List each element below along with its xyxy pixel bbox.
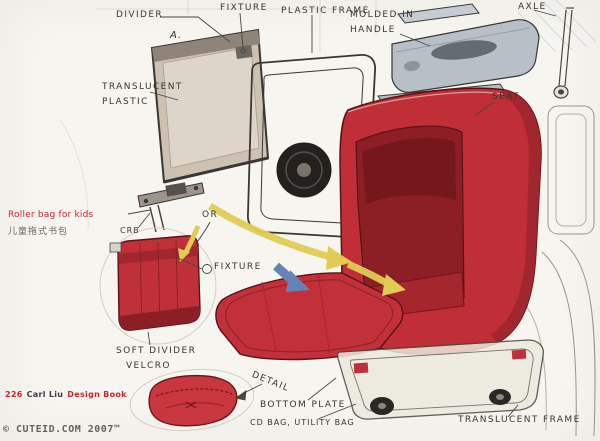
label-crb: CRB xyxy=(120,226,140,235)
yellow-arrowhead xyxy=(382,274,406,296)
label-translucent-frame: TRANSLUCENT FRAME xyxy=(458,415,581,425)
axle-drawing xyxy=(553,7,574,99)
book-title: Design Book xyxy=(67,390,127,399)
leader-lines xyxy=(137,9,557,420)
product-title-english: Roller bag for kids xyxy=(8,210,94,220)
handle-plate-drawing xyxy=(391,19,540,93)
hinge-bracket-drawing xyxy=(127,182,205,233)
label-soft-divider: SOFT DIVIDER xyxy=(116,346,197,356)
label-molded-in-handle: MOLDED IN HANDLE xyxy=(350,10,415,36)
label-seat: SEAT xyxy=(492,92,520,102)
blue-arrowhead xyxy=(286,270,310,292)
label-axle: AXLE xyxy=(518,2,547,12)
flow-arrows xyxy=(178,203,406,296)
yellow-arrowhead xyxy=(178,248,190,262)
label-marker-a: A. xyxy=(170,30,183,41)
page-number: 226 xyxy=(5,390,23,399)
label-cd-bag-utility-bag: CD BAG, UTILITY BAG xyxy=(250,418,355,427)
watermark: © CUTEID.COM 2007™ xyxy=(3,424,121,435)
detail-bag-drawing xyxy=(129,368,255,432)
yellow-arrowhead xyxy=(326,246,352,270)
label-bottom-plate: BOTTOM PLATE xyxy=(260,400,346,410)
label-divider: DIVIDER xyxy=(116,10,164,20)
label-fixture-mid: FIXTURE xyxy=(214,262,262,272)
label-fixture-top: FIXTURE xyxy=(220,3,268,13)
label-velcro: VELCRO xyxy=(126,361,171,371)
label-plastic-frame: PLASTIC FRAME xyxy=(281,6,370,16)
author-name: Carl Liu xyxy=(26,390,64,399)
yellow-arrow xyxy=(183,225,201,254)
yellow-arrow xyxy=(208,203,331,261)
divider-panel-drawing xyxy=(150,28,270,184)
product-title-chinese: 儿童拖式书包 xyxy=(8,227,69,237)
fixture-bar-drawing xyxy=(397,3,480,24)
bottom-tray-drawing xyxy=(336,339,545,420)
label-translucent-plastic: TRANSLUCENT PLASTIC xyxy=(102,82,183,108)
label-or: OR xyxy=(202,210,219,220)
soft-divider-pouch-drawing xyxy=(99,227,217,345)
